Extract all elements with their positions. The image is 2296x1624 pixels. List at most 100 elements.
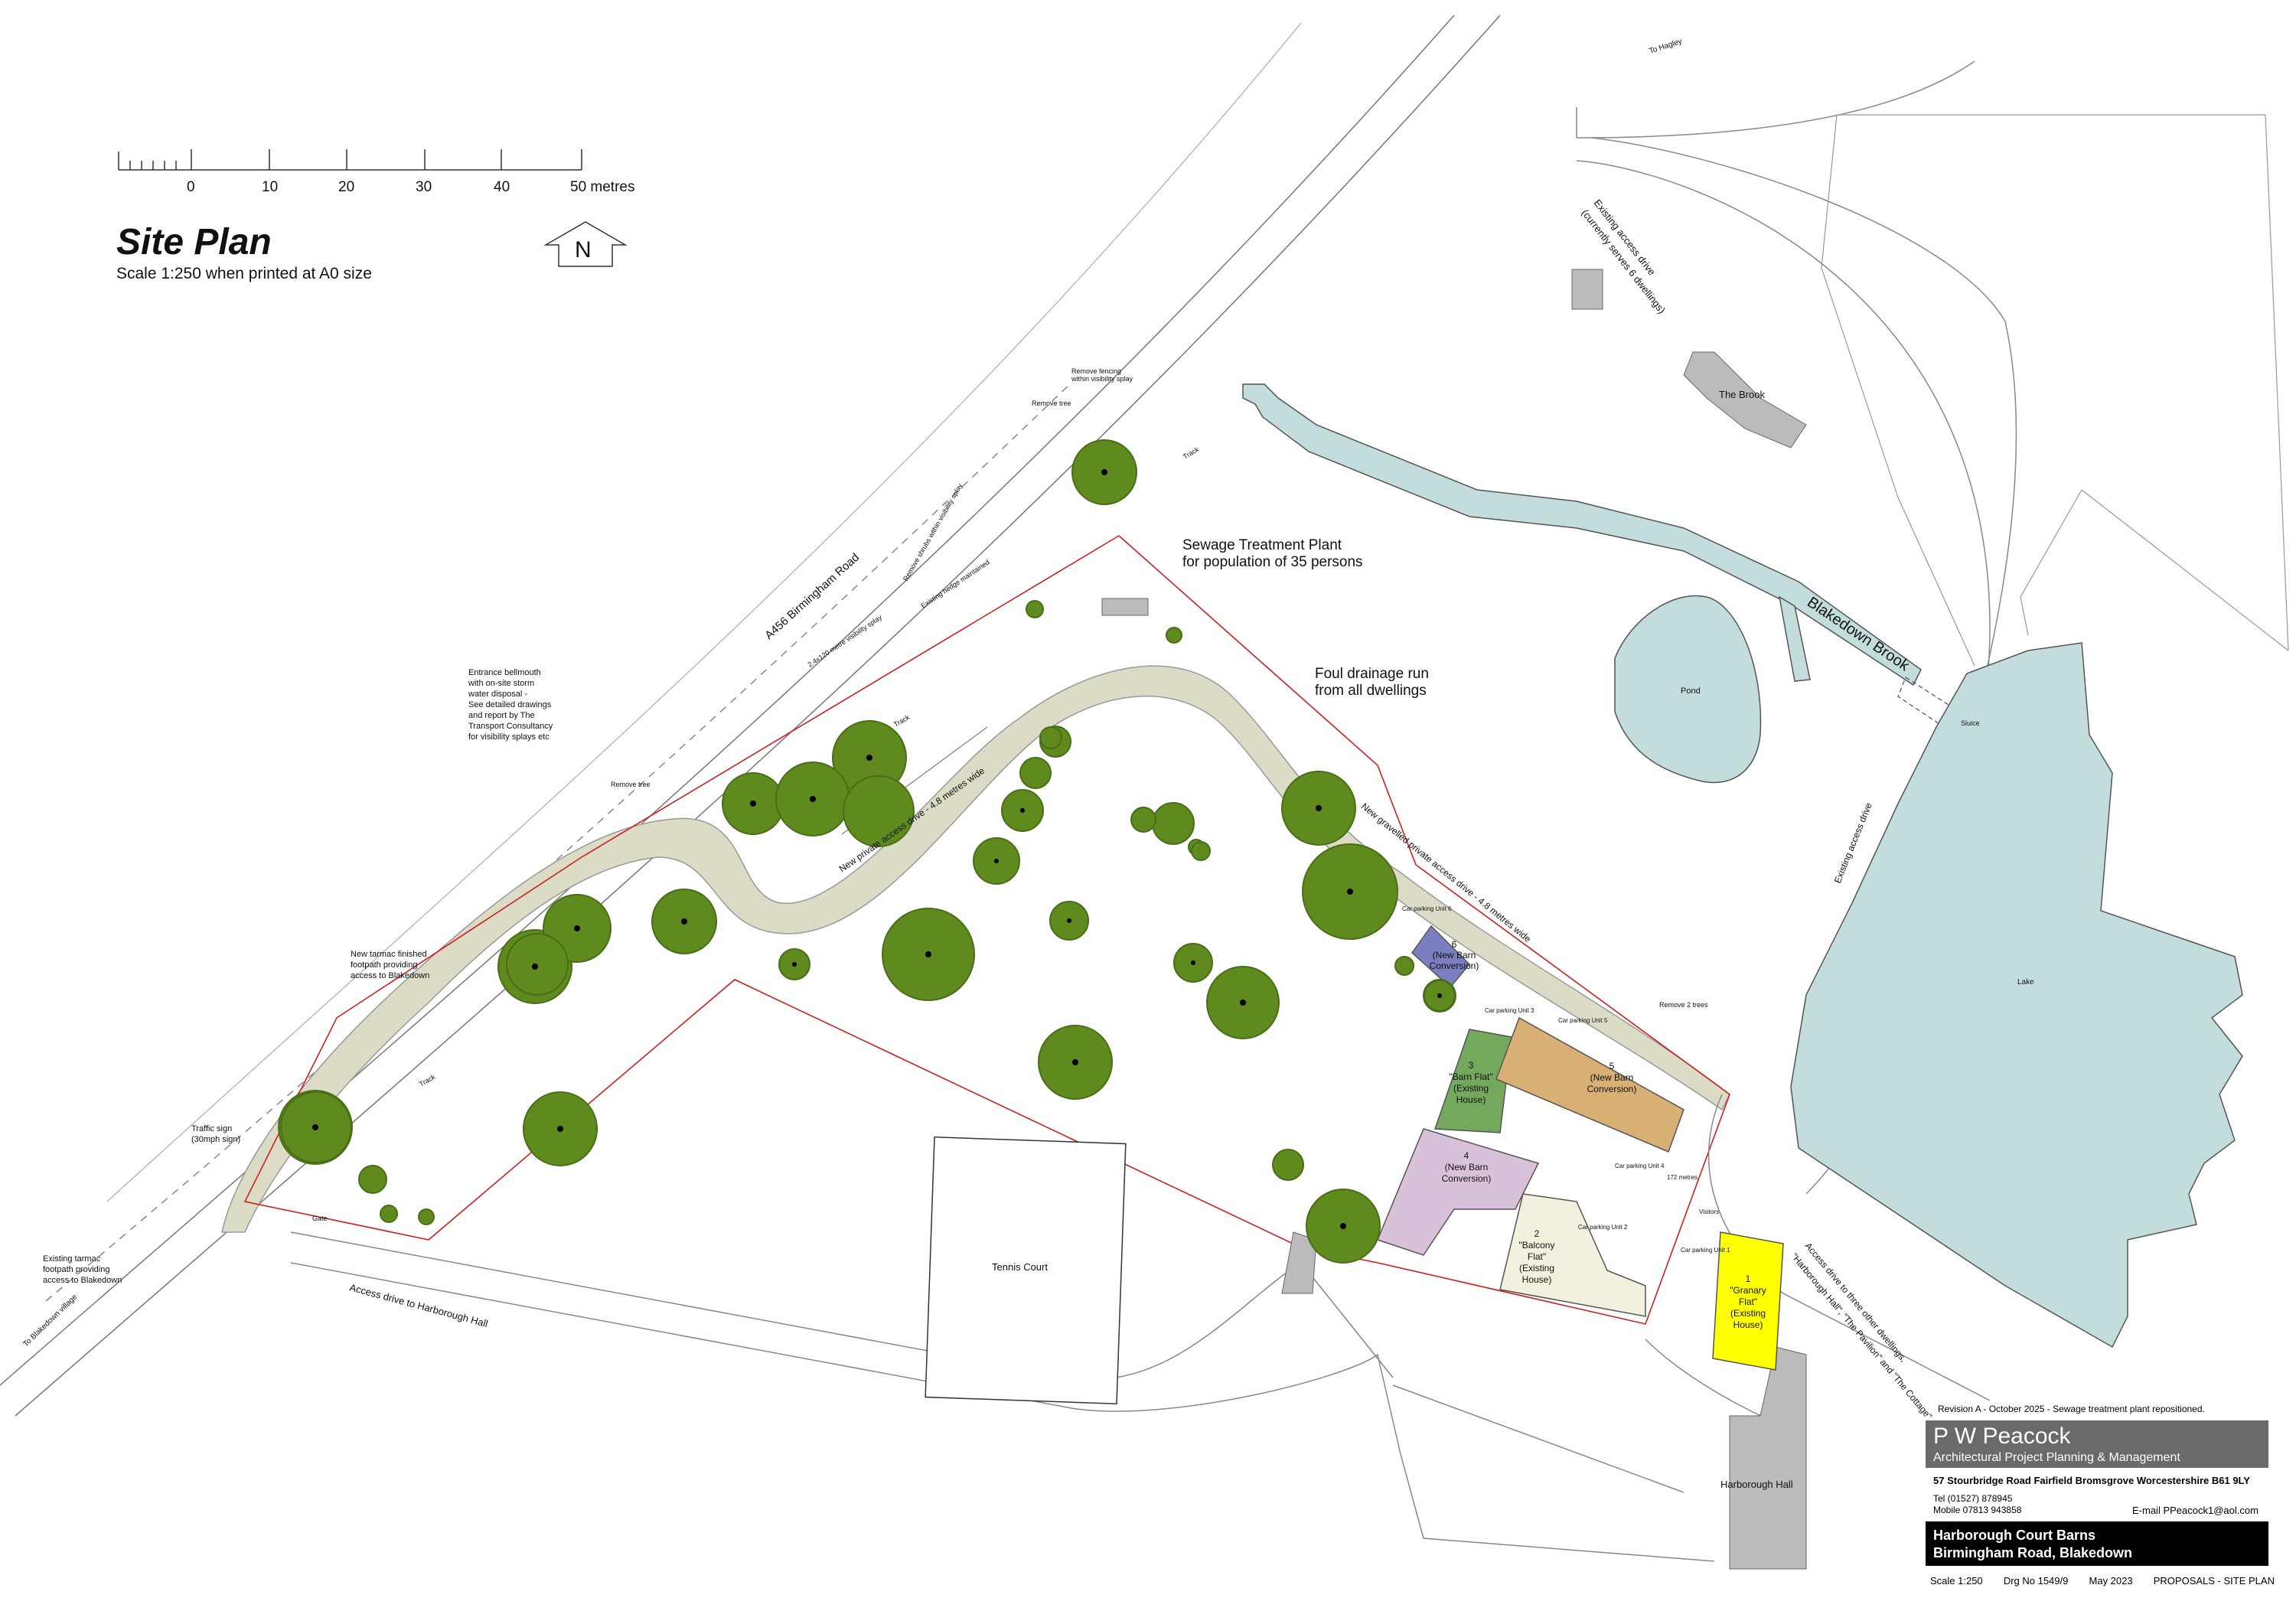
label-traffic-sign-1: Traffic sign	[191, 1124, 232, 1133]
lake	[1790, 642, 2243, 1348]
label-new-footpath-2: footpath providing	[351, 960, 417, 970]
label-foul-2: from all dwellings	[1315, 683, 1427, 699]
unit-1-l3: Flat"	[1739, 1296, 1757, 1307]
label-car-parking-1: Car parking Unit 1	[1681, 1247, 1730, 1254]
label-access-three-2: "Harborough Hall", "The Pavilion" and "T…	[1789, 1251, 1935, 1421]
label-lake: Lake	[2017, 978, 2034, 986]
unit-3-l3: (Existing	[1453, 1083, 1489, 1094]
unit-2-l4: (Existing	[1519, 1263, 1554, 1273]
unit-5-l2: (New Barn	[1590, 1072, 1634, 1083]
field-boundaries	[1821, 114, 2289, 667]
unit-2-l5: House)	[1522, 1274, 1552, 1285]
unit-2-l1: 2	[1534, 1228, 1540, 1239]
unit-3-l2: "Barn Flat"	[1449, 1071, 1492, 1082]
firm-email: E-mail PPeacock1@aol.com	[2132, 1505, 2258, 1516]
unit-4-l3: Conversion)	[1442, 1173, 1492, 1184]
label-remove-fencing: Remove fencing	[1071, 367, 1121, 375]
page-title: Site Plan	[116, 222, 272, 263]
label-entrance-7: for visibility splays etc	[468, 732, 550, 742]
drawing-scale: Scale 1:250	[1930, 1575, 1983, 1586]
label-remove-fencing-2: within visibility splay	[1071, 375, 1133, 383]
unit-1-l4: (Existing	[1730, 1308, 1766, 1319]
unit-6-l2: (New Barn	[1433, 950, 1476, 960]
label-to-blakedown: To Blakedown village	[21, 1293, 79, 1348]
label-gate: Gate	[312, 1215, 328, 1222]
unit-2-l2: "Balcony	[1519, 1240, 1555, 1251]
label-existing-footpath-2: footpath providing	[43, 1265, 109, 1274]
scale-bar-labels: 0 10 20 30 40 50 metres	[187, 179, 634, 195]
label-sewage-2: for population of 35 persons	[1182, 554, 1363, 570]
label-to-hagley: To Hagley	[1649, 38, 1684, 56]
sewage-treatment-plant	[1101, 598, 1149, 616]
unit-1-l2: "Granary	[1730, 1285, 1766, 1296]
the-brook-building	[1571, 269, 1807, 448]
scale-tick-10: 10	[262, 179, 278, 195]
unit-1-l1: 1	[1746, 1273, 1751, 1284]
drawing-description: PROPOSALS - SITE PLAN	[2153, 1575, 2275, 1586]
label-existing-footpath-1: Existing tarmac	[43, 1254, 101, 1264]
tree-centres	[312, 469, 1442, 1229]
unit-3	[1433, 1029, 1512, 1133]
label-traffic-sign-2: (30mph sign)	[191, 1135, 240, 1144]
label-pond: Pond	[1681, 686, 1701, 696]
label-new-footpath-1: New tarmac finished	[351, 950, 427, 959]
label-car-parking-2: Car parking Unit 2	[1578, 1224, 1628, 1231]
label-sewage-1: Sewage Treatment Plant	[1182, 537, 1342, 553]
unit-6-l1: 6	[1452, 939, 1457, 950]
unit-1	[1712, 1231, 1784, 1371]
trees	[278, 439, 1456, 1264]
scale-tick-0: 0	[187, 179, 195, 195]
project-panel: Harborough Court Barns Birmingham Road, …	[1926, 1521, 2268, 1566]
unit-5	[1495, 1016, 1684, 1153]
label-entrance-5: and report by The	[468, 711, 535, 720]
scale-tick-40: 40	[494, 179, 510, 195]
label-remove-tree-2: Remove tree	[611, 781, 651, 788]
north-arrow: N	[543, 221, 628, 267]
label-entrance-2: with on-site storm	[468, 679, 534, 688]
firm-subtitle: Architectural Project Planning & Managem…	[1933, 1451, 2180, 1464]
label-blakedown-brook: Blakedown Brook	[1804, 594, 1913, 675]
label-entrance-6: Transport Consultancy	[468, 722, 553, 731]
label-car-parking-6: Car parking Unit 6	[1402, 905, 1452, 912]
firm-panel: P W Peacock Architectural Project Planni…	[1926, 1420, 2268, 1468]
label-visitors: Visitors	[1699, 1208, 1719, 1215]
drawing-number: Drg No 1549/9	[2003, 1575, 2069, 1586]
label-existing-footpath-3: access to Blakedown	[43, 1276, 122, 1285]
label-track-3: Track	[418, 1073, 437, 1088]
pond	[1614, 595, 1762, 784]
scale-note: Scale 1:250 when printed at A0 size	[116, 265, 372, 282]
unit-2-l3: Flat"	[1528, 1251, 1546, 1262]
label-harborough-hall: Harborough Hall	[1720, 1479, 1793, 1490]
unit-1-l5: House)	[1733, 1319, 1763, 1330]
label-new-footpath-3: access to Blakedown	[351, 971, 429, 980]
unit-3-l4: House)	[1456, 1094, 1486, 1105]
unit-4-l1: 4	[1464, 1150, 1469, 1161]
label-remove-tree: Remove tree	[1032, 399, 1071, 407]
label-access-three-1: Access drive to three other dwellings,	[1803, 1241, 1909, 1364]
revision-note: Revision A - October 2025 - Sewage treat…	[1938, 1404, 2205, 1414]
firm-address: 57 Stourbridge Road Fairfield Bromsgrove…	[1933, 1475, 2250, 1486]
firm-mobile: Mobile 07813 943858	[1933, 1505, 2022, 1515]
firm-tel: Tel (01527) 878945	[1933, 1493, 2013, 1504]
label-foul-1: Foul drainage run	[1315, 666, 1429, 682]
label-car-parking-5: Car parking Unit 5	[1558, 1017, 1608, 1024]
label-entrance-4: See detailed drawings	[468, 700, 552, 709]
label-access-harborough: Access drive to Harborough Hall	[348, 1281, 489, 1329]
label-road-name: A456 Birmingham Road	[762, 551, 862, 642]
unit-5-l3: Conversion)	[1587, 1084, 1637, 1094]
drawing-info-row: Scale 1:250 Drg No 1549/9 May 2023 PROPO…	[1930, 1575, 2275, 1586]
scale-tick-20: 20	[338, 179, 354, 195]
harborough-hall	[1281, 1231, 1807, 1570]
units	[1376, 925, 1784, 1371]
firm-name: P W Peacock	[1933, 1423, 2071, 1449]
unit-3-l1: 3	[1469, 1060, 1474, 1071]
project-location: Birmingham Road, Blakedown	[1933, 1545, 2133, 1560]
label-car-parking-4: Car parking Unit 4	[1615, 1163, 1665, 1169]
label-the-brook: The Brook	[1719, 389, 1765, 400]
unit-5-l1: 5	[1609, 1061, 1615, 1071]
tennis-court	[925, 1136, 1127, 1405]
scale-bar	[118, 149, 582, 171]
unit-4-l2: (New Barn	[1445, 1162, 1489, 1172]
label-entrance-1: Entrance bellmouth	[468, 668, 541, 677]
